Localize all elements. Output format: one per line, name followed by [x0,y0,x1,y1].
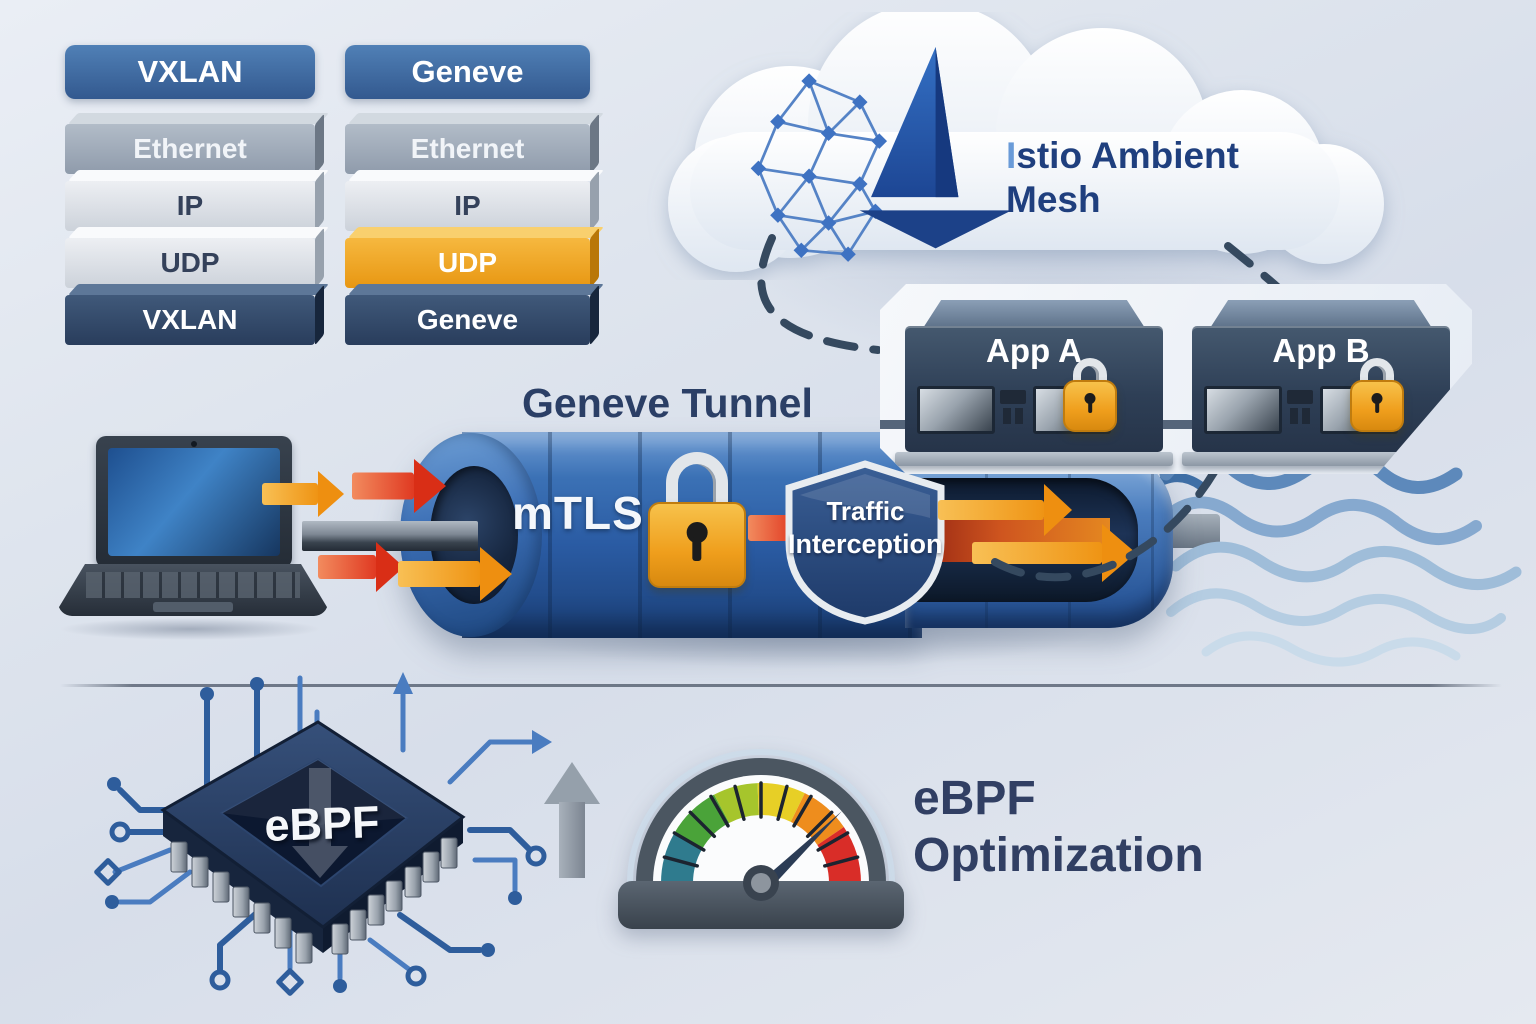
shield-icon [785,460,945,625]
shield-label-line2: Interception [788,529,943,559]
geneve-layer-ip: IP [345,181,590,231]
laptop-keyboard [86,572,300,598]
chip-package [160,720,466,964]
vxlan-packet-stack: VXLAN Ethernet IP UDP VXLAN [65,45,315,352]
app-a-platform [895,452,1173,466]
laptop-shadow [60,618,320,640]
app-a-roof [905,300,1163,328]
performance-up-arrow-icon [544,762,600,880]
vxlan-layer-ip: IP [65,181,315,231]
app-connector-edge [874,420,914,429]
ebpf-chip-label: eBPF [263,796,381,851]
istio-title-initial: I [1006,135,1017,176]
laptop-display [108,448,280,556]
tunnel-exit-pipe-stub [1166,514,1220,548]
laptop-keyboard-base [58,564,328,616]
flow-arrow-red-bottom [318,542,404,592]
ebpf-optimization-caption: eBPF Optimization [913,770,1204,884]
flow-arrow-orange-bottom [398,547,512,601]
monitor-icon [1204,386,1282,434]
tunnel-inner-arrow-bottom [972,524,1136,582]
geneve-packet-stack: Geneve Ethernet IP UDP Geneve [345,45,590,352]
laptop-screen [96,436,292,568]
shield-label-line1: Traffic [826,496,905,526]
app-b-platform [1182,452,1460,466]
chip-inner-arrow [292,768,348,878]
cloud-shape [668,12,1384,272]
app-a-padlock-icon [1063,358,1117,432]
mtls-label: mTLS [512,487,644,539]
laptop-webcam [191,441,197,447]
app-b-roof [1192,300,1450,328]
app-b-padlock-icon [1350,358,1404,432]
istio-logo [859,47,1012,249]
vent-icon [1000,390,1026,404]
istio-title-rest: stio Ambient [1016,135,1239,176]
apps-panel: App A App B [880,284,1472,474]
monitor-icon [917,386,995,434]
laptop-touchpad [153,602,233,612]
geneve-layer-ethernet: Ethernet [345,124,590,174]
gauge-base [618,881,904,929]
app-a-label: App A [986,332,1082,369]
app-a-front: App A [905,326,1163,452]
geneve-layer-geneve: Geneve [345,295,590,345]
gauge-needle [752,811,842,889]
istio-title-line2: Mesh [1006,179,1101,220]
app-b-box: App B [1192,300,1450,470]
laptop-icon [58,432,328,632]
app-b-front: App B [1192,326,1450,452]
app-b-label: App B [1272,332,1370,369]
flow-arrow-red-top [352,459,446,513]
vent-icon [1287,390,1313,404]
geneve-tunnel-title: Geneve Tunnel [522,380,813,426]
caption-line2: Optimization [913,829,1204,882]
istio-ambient-mesh-title: Istio Ambient Mesh [1006,134,1239,222]
caption-line1: eBPF [913,772,1036,825]
vxlan-layer-ethernet: Ethernet [65,124,315,174]
flow-arrow-orange-top [262,471,344,517]
vxlan-stack-header: VXLAN [65,45,315,99]
vxlan-layer-vxlan: VXLAN [65,295,315,345]
geneve-layer-udp-highlighted: UDP [345,238,590,288]
geneve-stack-header: Geneve [345,45,590,99]
divider-line [60,684,1502,687]
mtls-padlock-icon [648,452,746,588]
speedometer-gauge-icon [618,749,904,929]
ebpf-chip [94,672,552,996]
vxlan-layer-udp: UDP [65,238,315,288]
app-a-box: App A [905,300,1163,470]
